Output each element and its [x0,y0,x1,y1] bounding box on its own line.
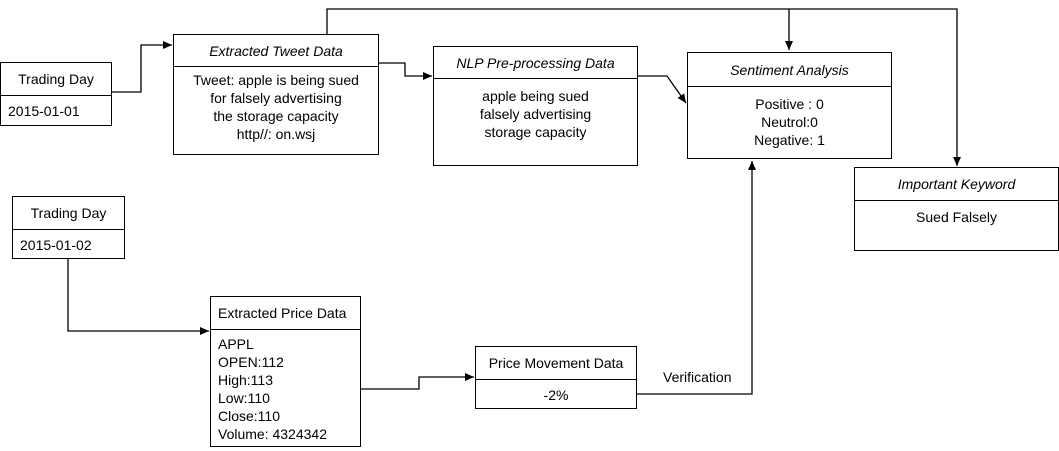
extracted-tweet-body: Tweet: apple is being sued for falsely a… [174,67,378,143]
edge-movement-to-sentiment [637,161,756,395]
sentiment-analysis-title: Sentiment Analysis [688,53,891,87]
trading-day-1-title: Trading Day [1,63,111,96]
tweet-line: http//: on.wsj [236,126,316,142]
price-line: OPEN:112 [218,354,284,370]
nlp-preprocessing-box: NLP Pre-processing Data apple being sued… [433,46,638,166]
extracted-price-box: Extracted Price Data APPL OPEN:112 High:… [210,296,361,447]
edge-trading-day-1-to-tweet [112,41,172,93]
trading-day-2-date: 2015-01-02 [20,237,92,253]
edge-tweet-to-nlp [379,62,432,80]
edge-trading-day-2-to-price [67,259,209,335]
price-movement-value: -2% [543,387,569,403]
verification-label: Verification [663,369,732,385]
trading-day-2-title: Trading Day [13,197,124,230]
edge-price-to-movement [361,373,474,390]
sentiment-line: Positive : 0 [755,96,824,112]
price-line: High:113 [218,372,274,388]
sentiment-line: Negative: 1 [754,132,825,148]
sentiment-analysis-box: Sentiment Analysis Positive : 0 Neutrol:… [687,52,892,159]
edge-nlp-to-sentiment [638,75,687,104]
trading-day-2-box: Trading Day 2015-01-02 [12,196,125,259]
trading-day-1-date: 2015-01-01 [8,103,80,119]
tweet-line: the storage capacity [213,108,339,124]
nlp-preprocessing-body: apple being sued falsely advertising sto… [434,79,637,141]
extracted-price-body: APPL OPEN:112 High:113 Low:110 Close:110… [211,330,360,443]
price-movement-box: Price Movement Data -2% [475,346,637,409]
extracted-price-title: Extracted Price Data [211,297,360,330]
nlp-line: apple being sued [482,88,589,104]
trading-day-1-box: Trading Day 2015-01-01 [0,62,112,126]
nlp-line: falsely advertising [479,106,592,122]
tweet-line: for falsely advertising [210,90,342,106]
nlp-line: storage capacity [484,124,587,140]
important-keyword-title: Important Keyword [855,168,1058,201]
sentiment-analysis-body: Positive : 0 Neutrol:0 Negative: 1 [688,87,891,149]
tweet-line: Tweet: apple is being sued [193,72,359,88]
sentiment-line: Neutrol:0 [761,114,818,130]
price-movement-title: Price Movement Data [476,347,636,380]
keyword-line: Sued Falsely [916,209,997,225]
price-line: APPL [218,336,254,352]
price-line: Volume: 4324342 [218,426,327,442]
nlp-preprocessing-title: NLP Pre-processing Data [434,47,637,79]
price-line: Close:110 [218,408,281,424]
important-keyword-box: Important Keyword Sued Falsely [854,167,1059,251]
edge-tweet-to-sentiment-and-keyword [326,8,961,166]
price-line: Low:110 [218,390,270,406]
important-keyword-body: Sued Falsely [855,201,1058,226]
extracted-tweet-box: Extracted Tweet Data Tweet: apple is bei… [173,34,379,155]
extracted-tweet-title: Extracted Tweet Data [174,35,378,67]
